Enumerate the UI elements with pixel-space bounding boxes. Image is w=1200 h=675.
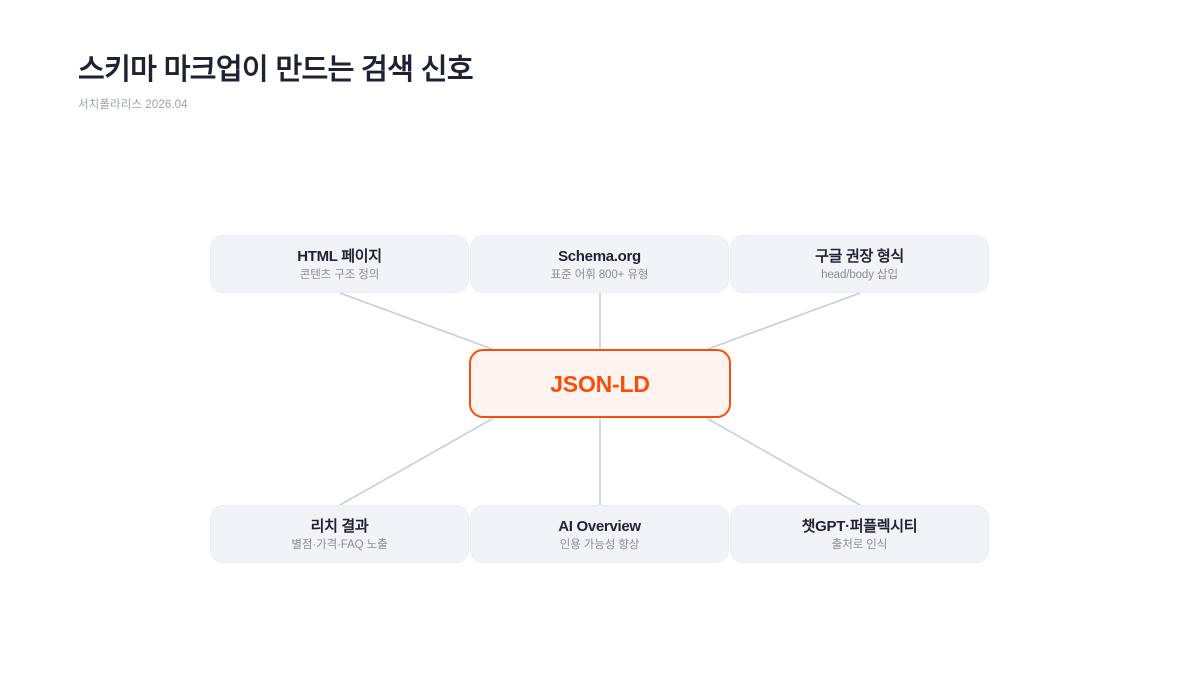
page-subtitle: 서치폴라리스 2026.04 — [78, 99, 188, 111]
node-subtitle: 별점·가격·FAQ 노출 — [291, 538, 388, 551]
node-title: HTML 페이지 — [297, 247, 382, 265]
connector-hub-to-chatgpt — [707, 418, 861, 506]
node-title: AI Overview — [558, 517, 641, 535]
node-subtitle: 표준 어휘 800+ 유형 — [550, 268, 649, 281]
connector-html-to-hub — [339, 292, 493, 350]
node-rich-results[interactable]: 리치 결과 별점·가격·FAQ 노출 — [210, 505, 469, 563]
node-subtitle: 출처로 인식 — [831, 538, 888, 551]
node-title: 챗GPT·퍼플렉시티 — [801, 517, 918, 535]
node-title: Schema.org — [558, 247, 641, 265]
node-subtitle: 콘텐츠 구조 정의 — [299, 268, 380, 281]
hub-label: JSON-LD — [550, 370, 650, 397]
node-title: 리치 결과 — [310, 517, 369, 535]
slide-header: 스키마 마크업이 만드는 검색 신호 서치폴라리스 2026.04 — [78, 52, 978, 112]
node-subtitle: head/body 삽입 — [821, 268, 898, 281]
node-subtitle: 인용 가능성 향상 — [559, 538, 640, 551]
node-schema-org[interactable]: Schema.org 표준 어휘 800+ 유형 — [470, 235, 729, 293]
node-google-recommended-format[interactable]: 구글 권장 형식 head/body 삽입 — [730, 235, 989, 293]
node-chatgpt-perplexity[interactable]: 챗GPT·퍼플렉시티 출처로 인식 — [730, 505, 989, 563]
node-ai-overview[interactable]: AI Overview 인용 가능성 향상 — [470, 505, 729, 563]
node-title: 구글 권장 형식 — [815, 247, 904, 265]
node-html-page[interactable]: HTML 페이지 콘텐츠 구조 정의 — [210, 235, 469, 293]
page-title: 스키마 마크업이 만드는 검색 신호 — [78, 54, 474, 86]
connector-hub-to-rich — [339, 418, 493, 506]
connector-google-to-hub — [707, 292, 861, 350]
node-json-ld-hub[interactable]: JSON-LD — [469, 349, 731, 418]
